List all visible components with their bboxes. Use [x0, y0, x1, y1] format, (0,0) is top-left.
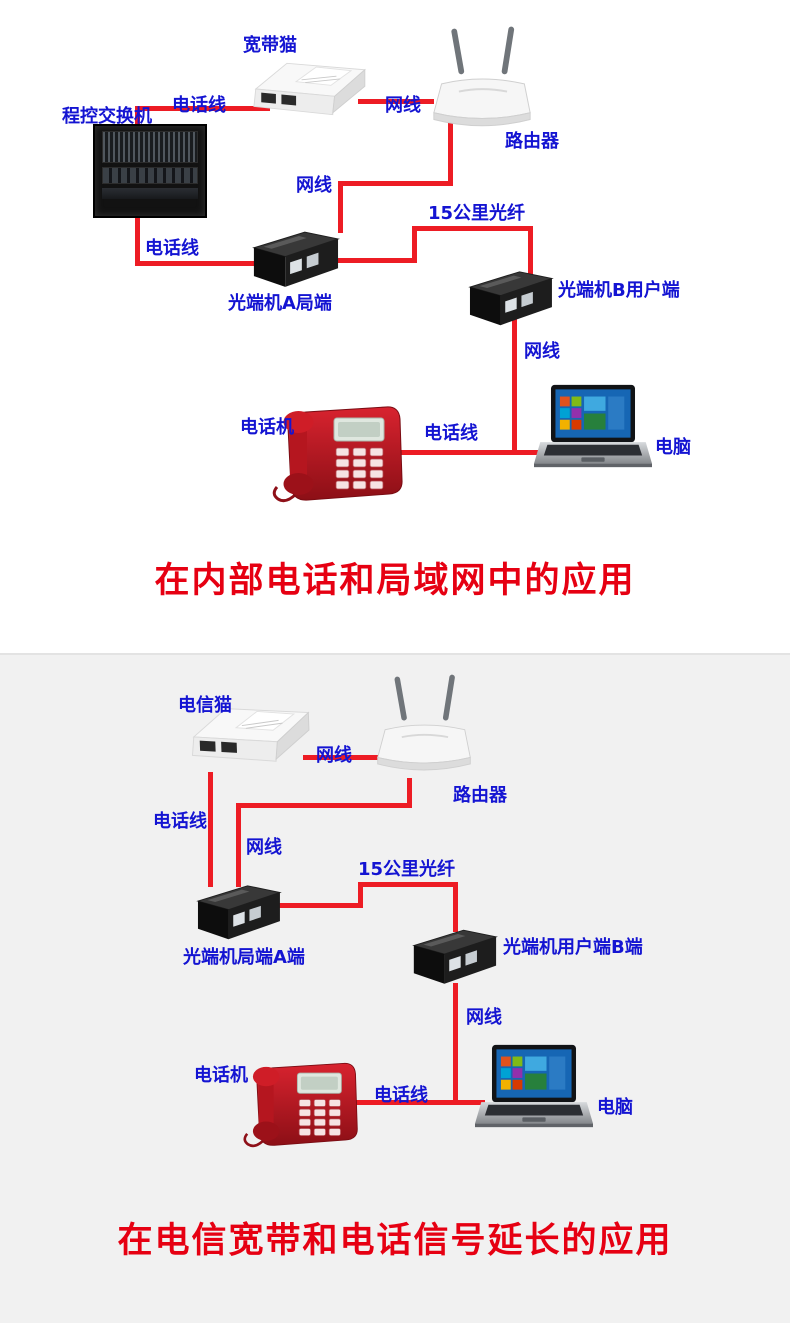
label-fiber: 15公里光纤 — [428, 203, 526, 224]
converter-b-image — [466, 268, 554, 329]
label-telephone: 电话机 — [194, 1065, 248, 1086]
router-image — [430, 24, 534, 136]
label-computer: 电脑 — [597, 1097, 633, 1118]
cable-net-conva-v — [338, 181, 343, 233]
cable-net-top-h — [303, 755, 388, 760]
section2-title: 在电信宽带和电话信号延长的应用 — [117, 1221, 673, 1261]
label-tel-line-low: 电话线 — [374, 1085, 428, 1106]
label-router: 路由器 — [505, 131, 559, 152]
cable-tel-mid-h — [135, 261, 257, 266]
label-converter-b: 光端机用户端B端 — [503, 937, 643, 958]
fiber-left-v — [412, 226, 417, 263]
section1-title: 在内部电话和局域网中的应用 — [154, 561, 636, 601]
label-pbx: 程控交换机 — [62, 106, 152, 127]
cable-net-router-v — [448, 118, 453, 186]
label-router: 路由器 — [453, 785, 507, 806]
label-net-cable-low: 网线 — [524, 341, 560, 362]
label-computer: 电脑 — [655, 437, 691, 458]
label-tel-line-top: 电话线 — [172, 95, 226, 116]
cable-net-router-v — [407, 778, 412, 808]
label-net-cable-mid: 网线 — [296, 175, 332, 196]
fiber-low-h — [333, 258, 417, 263]
cable-phone-laptop-h — [350, 1100, 485, 1105]
label-net-cable-top: 网线 — [316, 745, 352, 766]
telephone-image — [234, 1048, 359, 1158]
cable-convb-down-v — [512, 318, 517, 455]
cable-net-conva-v — [236, 803, 241, 887]
laptop-image — [534, 380, 652, 481]
modem-image — [248, 56, 368, 122]
fiber-right-v — [453, 882, 458, 932]
converter-a-image — [250, 228, 340, 291]
fiber-top-h — [358, 882, 458, 887]
label-modem: 宽带猫 — [243, 35, 297, 56]
label-converter-a: 光端机A局端 — [228, 293, 332, 314]
label-fiber: 15公里光纤 — [358, 859, 456, 880]
label-converter-b: 光端机B用户端 — [558, 280, 680, 301]
cable-net-top-h — [358, 99, 434, 104]
pbx-card-row — [102, 131, 198, 163]
converter-a-image — [194, 882, 282, 943]
label-tel-line-mid: 电话线 — [145, 238, 199, 259]
fiber-top-h — [412, 226, 533, 231]
converter-b-image — [410, 926, 498, 988]
pbx-slot-row — [102, 167, 198, 184]
cable-phone-laptop-h — [400, 450, 540, 455]
cable-tel-top-h — [135, 106, 270, 111]
laptop-image — [475, 1040, 593, 1141]
label-tel-line-low: 电话线 — [424, 423, 478, 444]
cable-convb-down-v — [453, 983, 458, 1105]
section-divider — [0, 653, 790, 655]
label-net-cable-low: 网线 — [466, 1007, 502, 1028]
router-image — [374, 670, 474, 782]
label-net-cable-mid: 网线 — [246, 837, 282, 858]
cable-tel-left-v — [208, 772, 213, 887]
label-converter-a: 光端机局端A端 — [183, 947, 305, 968]
fiber-right-v — [528, 226, 533, 278]
pbx-image — [93, 124, 207, 218]
pbx-base-row — [102, 188, 198, 199]
fiber-left-v — [358, 882, 363, 908]
label-tel-line-left: 电话线 — [153, 811, 207, 832]
telephone-image — [262, 396, 404, 508]
cable-net-jog-h — [236, 803, 412, 808]
label-net-cable-top: 网线 — [385, 95, 421, 116]
label-modem: 电信猫 — [178, 695, 232, 716]
fiber-low-h — [276, 903, 363, 908]
cable-net-jog-h — [338, 181, 453, 186]
label-telephone: 电话机 — [240, 417, 294, 438]
